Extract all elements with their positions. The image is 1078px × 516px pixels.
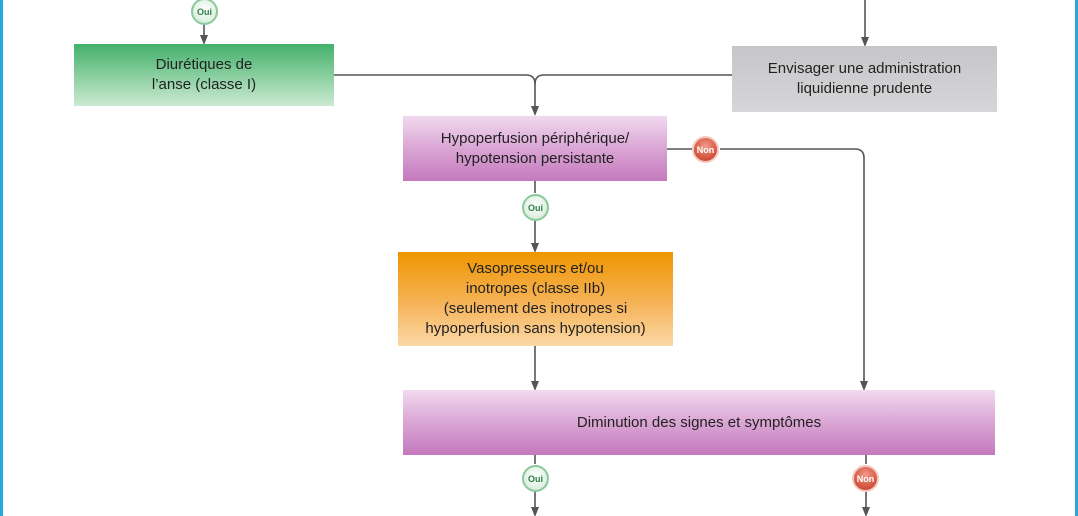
yes-badge-hypoperfusion: Oui [522, 194, 549, 221]
arrow-non-to-signs [720, 148, 868, 391]
line-fluid-merge [534, 74, 732, 85]
signs-decrease-box: Diminution des signes et symptômes [403, 390, 995, 455]
no-badge-hypoperfusion: Non [692, 136, 719, 163]
yes-badge-top: Oui [191, 0, 218, 25]
line-diuretics-merge [334, 74, 539, 116]
yes-badge-signs: Oui [522, 465, 549, 492]
loop-diuretics-box: Diurétiques de l’anse (classe I) [74, 44, 334, 106]
hypoperfusion-box: Hypoperfusion périphérique/ hypotension … [403, 116, 667, 181]
no-badge-signs: Non [852, 465, 879, 492]
fluid-administration-box: Envisager une administration liquidienne… [732, 46, 997, 112]
vasopressors-box: Vasopresseurs et/ou inotropes (classe II… [398, 252, 673, 346]
